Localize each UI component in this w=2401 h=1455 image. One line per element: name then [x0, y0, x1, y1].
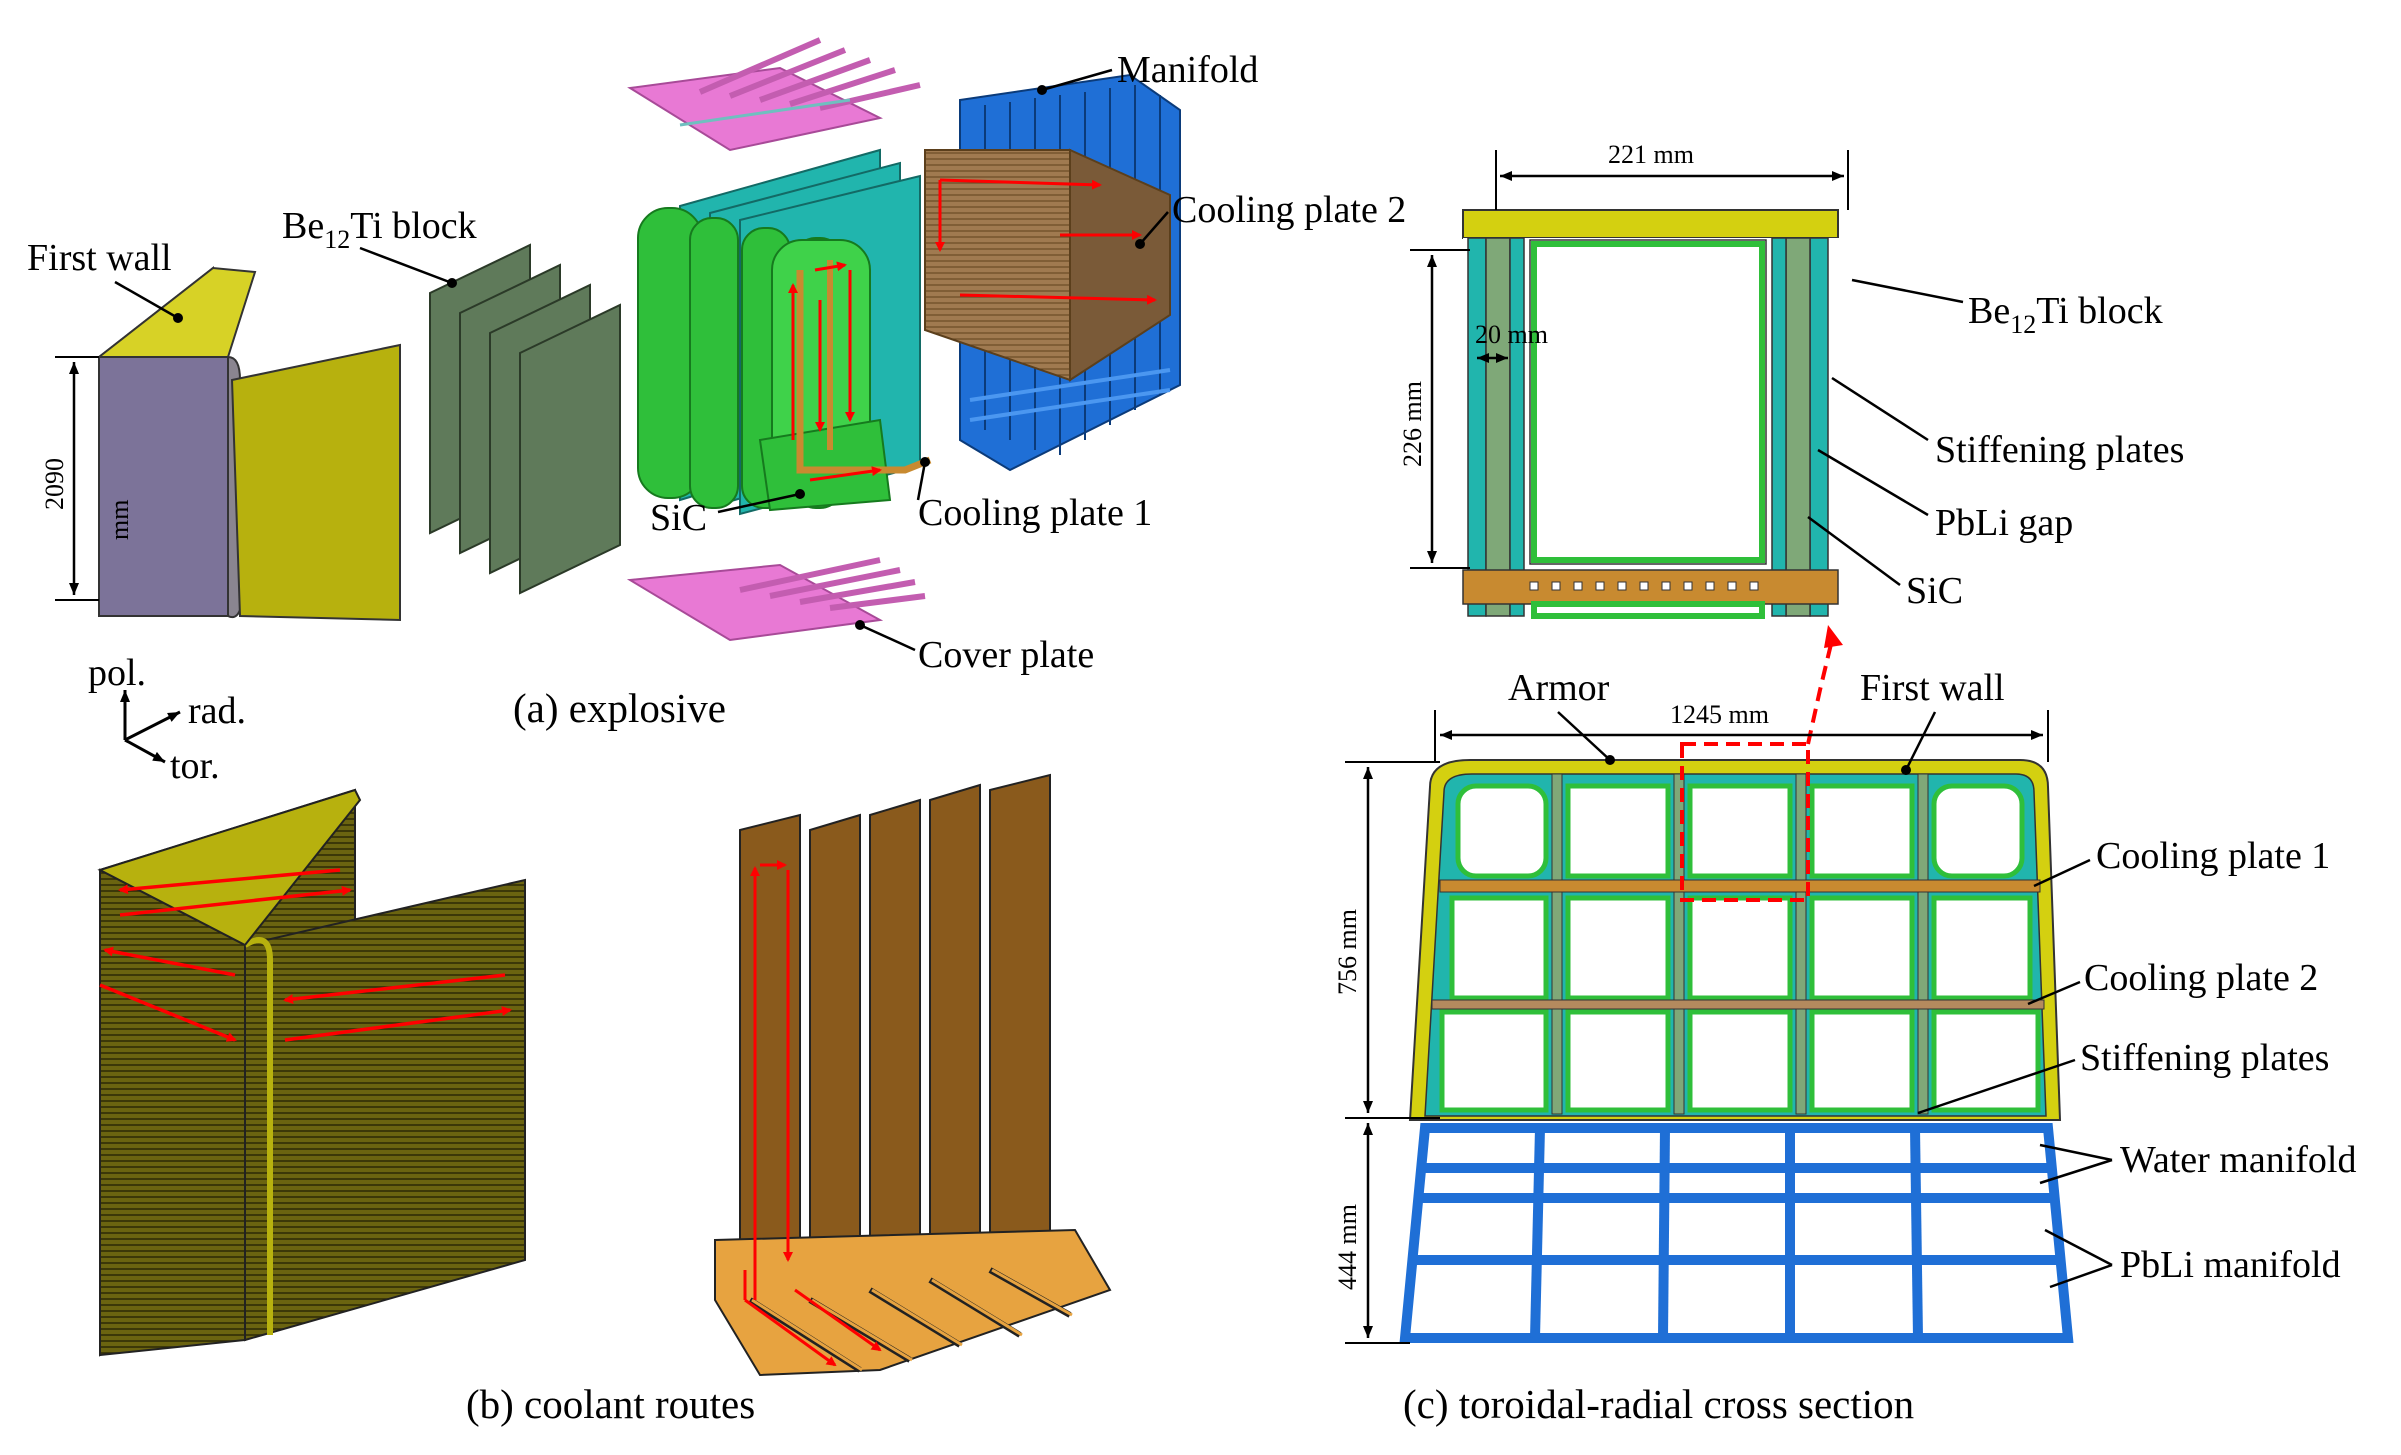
- leader-first-wall: [1904, 711, 1937, 771]
- leader-dot: [920, 457, 930, 467]
- detail-label-sic: SiC: [1906, 570, 1963, 612]
- label-be12ti-block: Be12Ti block: [282, 205, 477, 254]
- section-dim-height-lower: 444 mm: [1333, 1204, 1362, 1290]
- label-cover-plate: Cover plate: [918, 634, 1094, 676]
- panel-c-section: 1245 mm 756 mm 444 mm Armor First wall C…: [1333, 625, 2356, 1427]
- leader-be12ti: [1851, 278, 1964, 304]
- leader-sic: [1807, 515, 1901, 587]
- leader-dot: [855, 620, 865, 630]
- label-sic: SiC: [650, 497, 707, 539]
- leader-water-manifold-b: [2039, 1158, 2113, 1185]
- cooling-plate-2-band: [1431, 999, 2045, 1010]
- leader-stiffening: [1917, 1058, 2076, 1115]
- detail-dim-height: 226 mm: [1398, 381, 1427, 467]
- panel-c-detail: 221 mm 226 mm 20 mm Be12Ti block Stiffen…: [1398, 140, 2184, 619]
- section-label-pbli-manifold: PbLi manifold: [2120, 1244, 2341, 1286]
- detail-dim-thickness: 20 mm: [1475, 320, 1548, 349]
- detail-label-pbli-gap: PbLi gap: [1935, 502, 2073, 544]
- label-manifold: Manifold: [1117, 49, 1258, 91]
- section-dim-width: 1245 mm: [1670, 700, 1769, 729]
- leader-dot: [447, 278, 457, 288]
- leader-armor: [1557, 711, 1611, 761]
- leader-pbli-gap: [1817, 448, 1929, 517]
- panel-a: First wall 2090 mm Be12Ti block: [27, 37, 1406, 787]
- section-label-water-manifold: Water manifold: [2120, 1139, 2356, 1181]
- leader-sic: [717, 492, 801, 514]
- leader-be12ti: [359, 246, 453, 285]
- panel-b: (b) coolant routes: [97, 773, 1112, 1427]
- section-label-first-wall: First wall: [1860, 667, 2005, 709]
- section-label-stiffening-plates: Stiffening plates: [2080, 1037, 2329, 1079]
- cooling-plate-1-channels: [714, 773, 1112, 1377]
- section-label-cooling-plate-1: Cooling plate 1: [2096, 835, 2330, 877]
- caption-a: (a) explosive: [513, 685, 726, 731]
- leader-cooling-plate-1: [916, 461, 927, 501]
- leader-cover-plate: [859, 623, 916, 652]
- axis-label-pol: pol.: [88, 652, 146, 694]
- leader-cooling-plate-2: [2027, 980, 2081, 1006]
- leader-cooling-plate-2: [1139, 211, 1169, 245]
- section-label-armor: Armor: [1508, 667, 1610, 709]
- axis-label-rad: rad.: [188, 690, 246, 732]
- axis-label-tor: tor.: [170, 745, 220, 787]
- leader-pbli-manifold-b: [2049, 1263, 2113, 1289]
- cooling-channels: [1529, 581, 1759, 591]
- leader-dot: [1901, 765, 1911, 775]
- detail-pointer: [1806, 639, 1834, 745]
- cover-plate-bottom: [626, 557, 926, 642]
- label-cooling-plate-2: Cooling plate 2: [1172, 189, 1406, 231]
- cooling-plate-1-band: [1439, 879, 2041, 893]
- first-wall-shape: [96, 265, 401, 622]
- sic-cooling-plate-1-stack: [637, 148, 932, 516]
- leader-first-wall: [114, 280, 179, 320]
- leader-dot: [1037, 85, 1047, 95]
- be12ti-blocks: [429, 243, 621, 595]
- detail-pointer-head: [1824, 625, 1843, 648]
- section-label-cooling-plate-2: Cooling plate 2: [2084, 957, 2318, 999]
- leader-pbli-manifold-a: [2044, 1228, 2113, 1267]
- section-dim-height-upper: 756 mm: [1333, 909, 1362, 995]
- dim-height-unit: mm: [105, 500, 134, 540]
- cooling-plate-2-shape: [924, 148, 1171, 382]
- caption-c: (c) toroidal-radial cross section: [1403, 1381, 1914, 1427]
- leader-dot: [1135, 239, 1145, 249]
- breeding-cells: [1439, 783, 2041, 1113]
- dim-height-value: 2090: [40, 458, 69, 510]
- coordinate-axes: [120, 690, 181, 764]
- leader-water-manifold-a: [2039, 1143, 2113, 1162]
- leader-dot: [173, 313, 183, 323]
- cover-plate-top: [627, 37, 921, 152]
- leader-manifold: [1041, 68, 1113, 92]
- leader-dot: [795, 489, 805, 499]
- leader-stiffening: [1831, 376, 1929, 442]
- leader-cooling-plate-1: [2033, 858, 2091, 888]
- label-first-wall: First wall: [27, 237, 172, 279]
- first-wall-channels: [97, 788, 526, 1357]
- manifold-grid: [1399, 1123, 2074, 1343]
- label-cooling-plate-1: Cooling plate 1: [918, 492, 1152, 534]
- caption-b: (b) coolant routes: [466, 1381, 755, 1427]
- detail-label-be12ti-block: Be12Ti block: [1968, 290, 2163, 339]
- detail-label-stiffening-plates: Stiffening plates: [1935, 429, 2184, 471]
- leader-dot: [1605, 755, 1615, 765]
- detail-dim-width: 221 mm: [1608, 140, 1694, 169]
- stiffening-plates: [1551, 773, 1929, 1115]
